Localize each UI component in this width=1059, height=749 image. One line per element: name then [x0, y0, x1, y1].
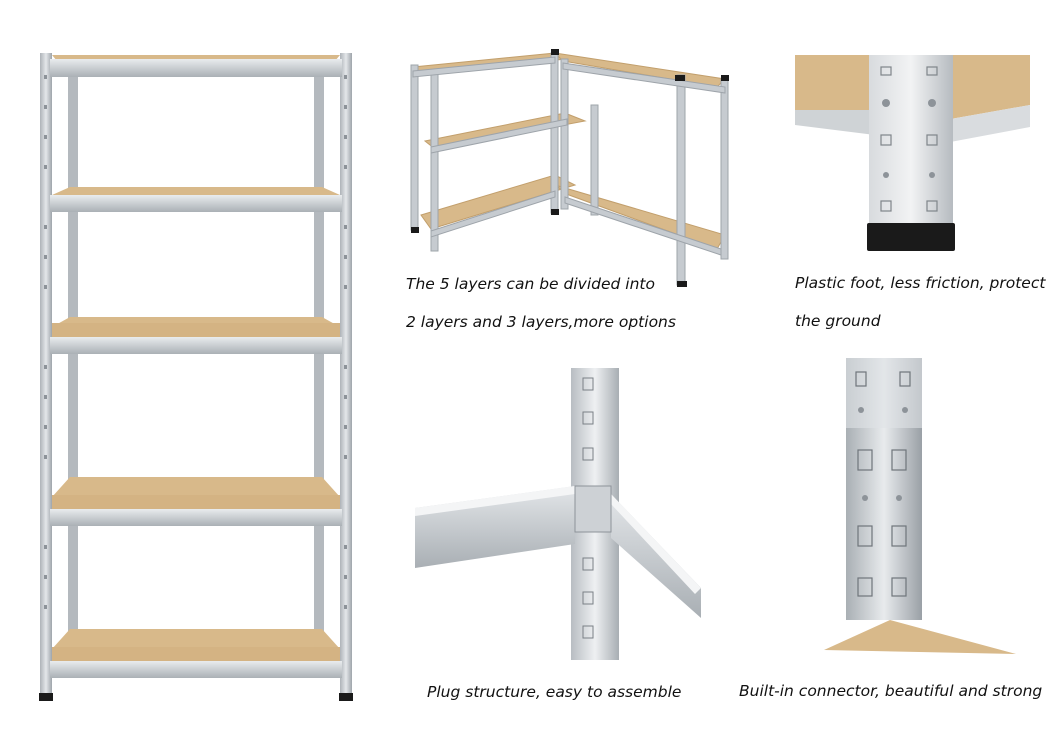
- caption-divide-line2: 2 layers and 3 layers,more options: [406, 313, 676, 331]
- caption-plug: Plug structure, easy to assemble: [427, 683, 682, 701]
- caption-foot-line1: Plastic foot, less friction, protect: [795, 274, 1046, 292]
- plug-structure-image: [415, 368, 705, 660]
- full-shelf-image: [30, 45, 360, 705]
- split-config-image: [405, 45, 735, 290]
- caption-foot-line2: the ground: [795, 312, 881, 330]
- connector-image: [820, 358, 1020, 658]
- plastic-foot-image: [795, 55, 1030, 255]
- caption-divide-line1: The 5 layers can be divided into: [406, 275, 655, 293]
- caption-connector: Built-in connector, beautiful and strong: [739, 682, 1043, 700]
